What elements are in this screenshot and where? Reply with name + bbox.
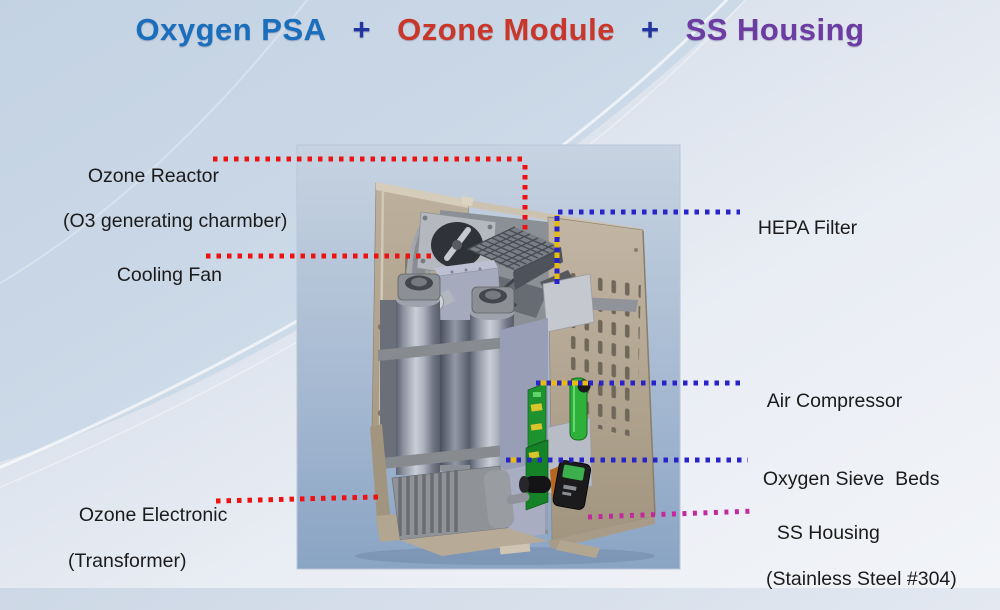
callout-label: Air Compressor <box>766 390 903 413</box>
leader-line-ss-housing <box>587 508 756 520</box>
callout-cooling-fan: Cooling Fan <box>106 245 222 286</box>
ozone-transformer <box>391 465 530 541</box>
callout-label: Oxygen Sieve Beds <box>762 468 940 491</box>
machine-render <box>355 182 656 565</box>
air-compressor-handle <box>569 377 591 441</box>
machine-base <box>370 424 655 558</box>
callout-ozone-electronic: Ozone Electronic (Transformer) <box>68 485 227 592</box>
power-inlet <box>552 460 592 510</box>
title-ss-housing: SS Housing <box>685 12 865 47</box>
title-oxygen-psa: Oxygen PSA <box>135 12 327 47</box>
callout-sublabel: (Transformer) <box>68 550 187 573</box>
cylinder-cap <box>471 286 515 314</box>
callout-oxygen-sieve-beds: Oxygen Sieve Beds <box>752 449 940 490</box>
title-plus-2: + <box>640 12 660 47</box>
callout-hepa-filter: HEPA Filter <box>747 198 857 239</box>
cylinder-cap <box>397 273 441 301</box>
callout-air-compressor: Air Compressor <box>757 371 902 412</box>
callout-label: SS Housing <box>776 522 880 545</box>
title-ozone-module: Ozone Module <box>397 12 615 47</box>
callout-ss-housing: SS Housing (Stainless Steel #304) <box>766 503 957 610</box>
callout-ozone-reactor: Ozone Reactor (O3 generating charmber) <box>63 146 287 252</box>
callout-sublabel: (O3 generating charmber) <box>63 210 288 233</box>
title-plus-1: + <box>352 12 372 47</box>
callout-label: HEPA Filter <box>757 217 858 240</box>
capacitor <box>524 476 551 493</box>
callout-label: Ozone Reactor <box>87 165 219 188</box>
callout-label: Cooling Fan <box>116 264 222 287</box>
diagram-canvas <box>0 0 756 570</box>
callout-sublabel: (Stainless Steel #304) <box>766 568 957 591</box>
callout-label: Ozone Electronic <box>78 504 228 527</box>
hepa-filter-box <box>542 273 595 333</box>
page-title: Oxygen PSA + Ozone Module + SS Housing <box>0 10 1000 50</box>
